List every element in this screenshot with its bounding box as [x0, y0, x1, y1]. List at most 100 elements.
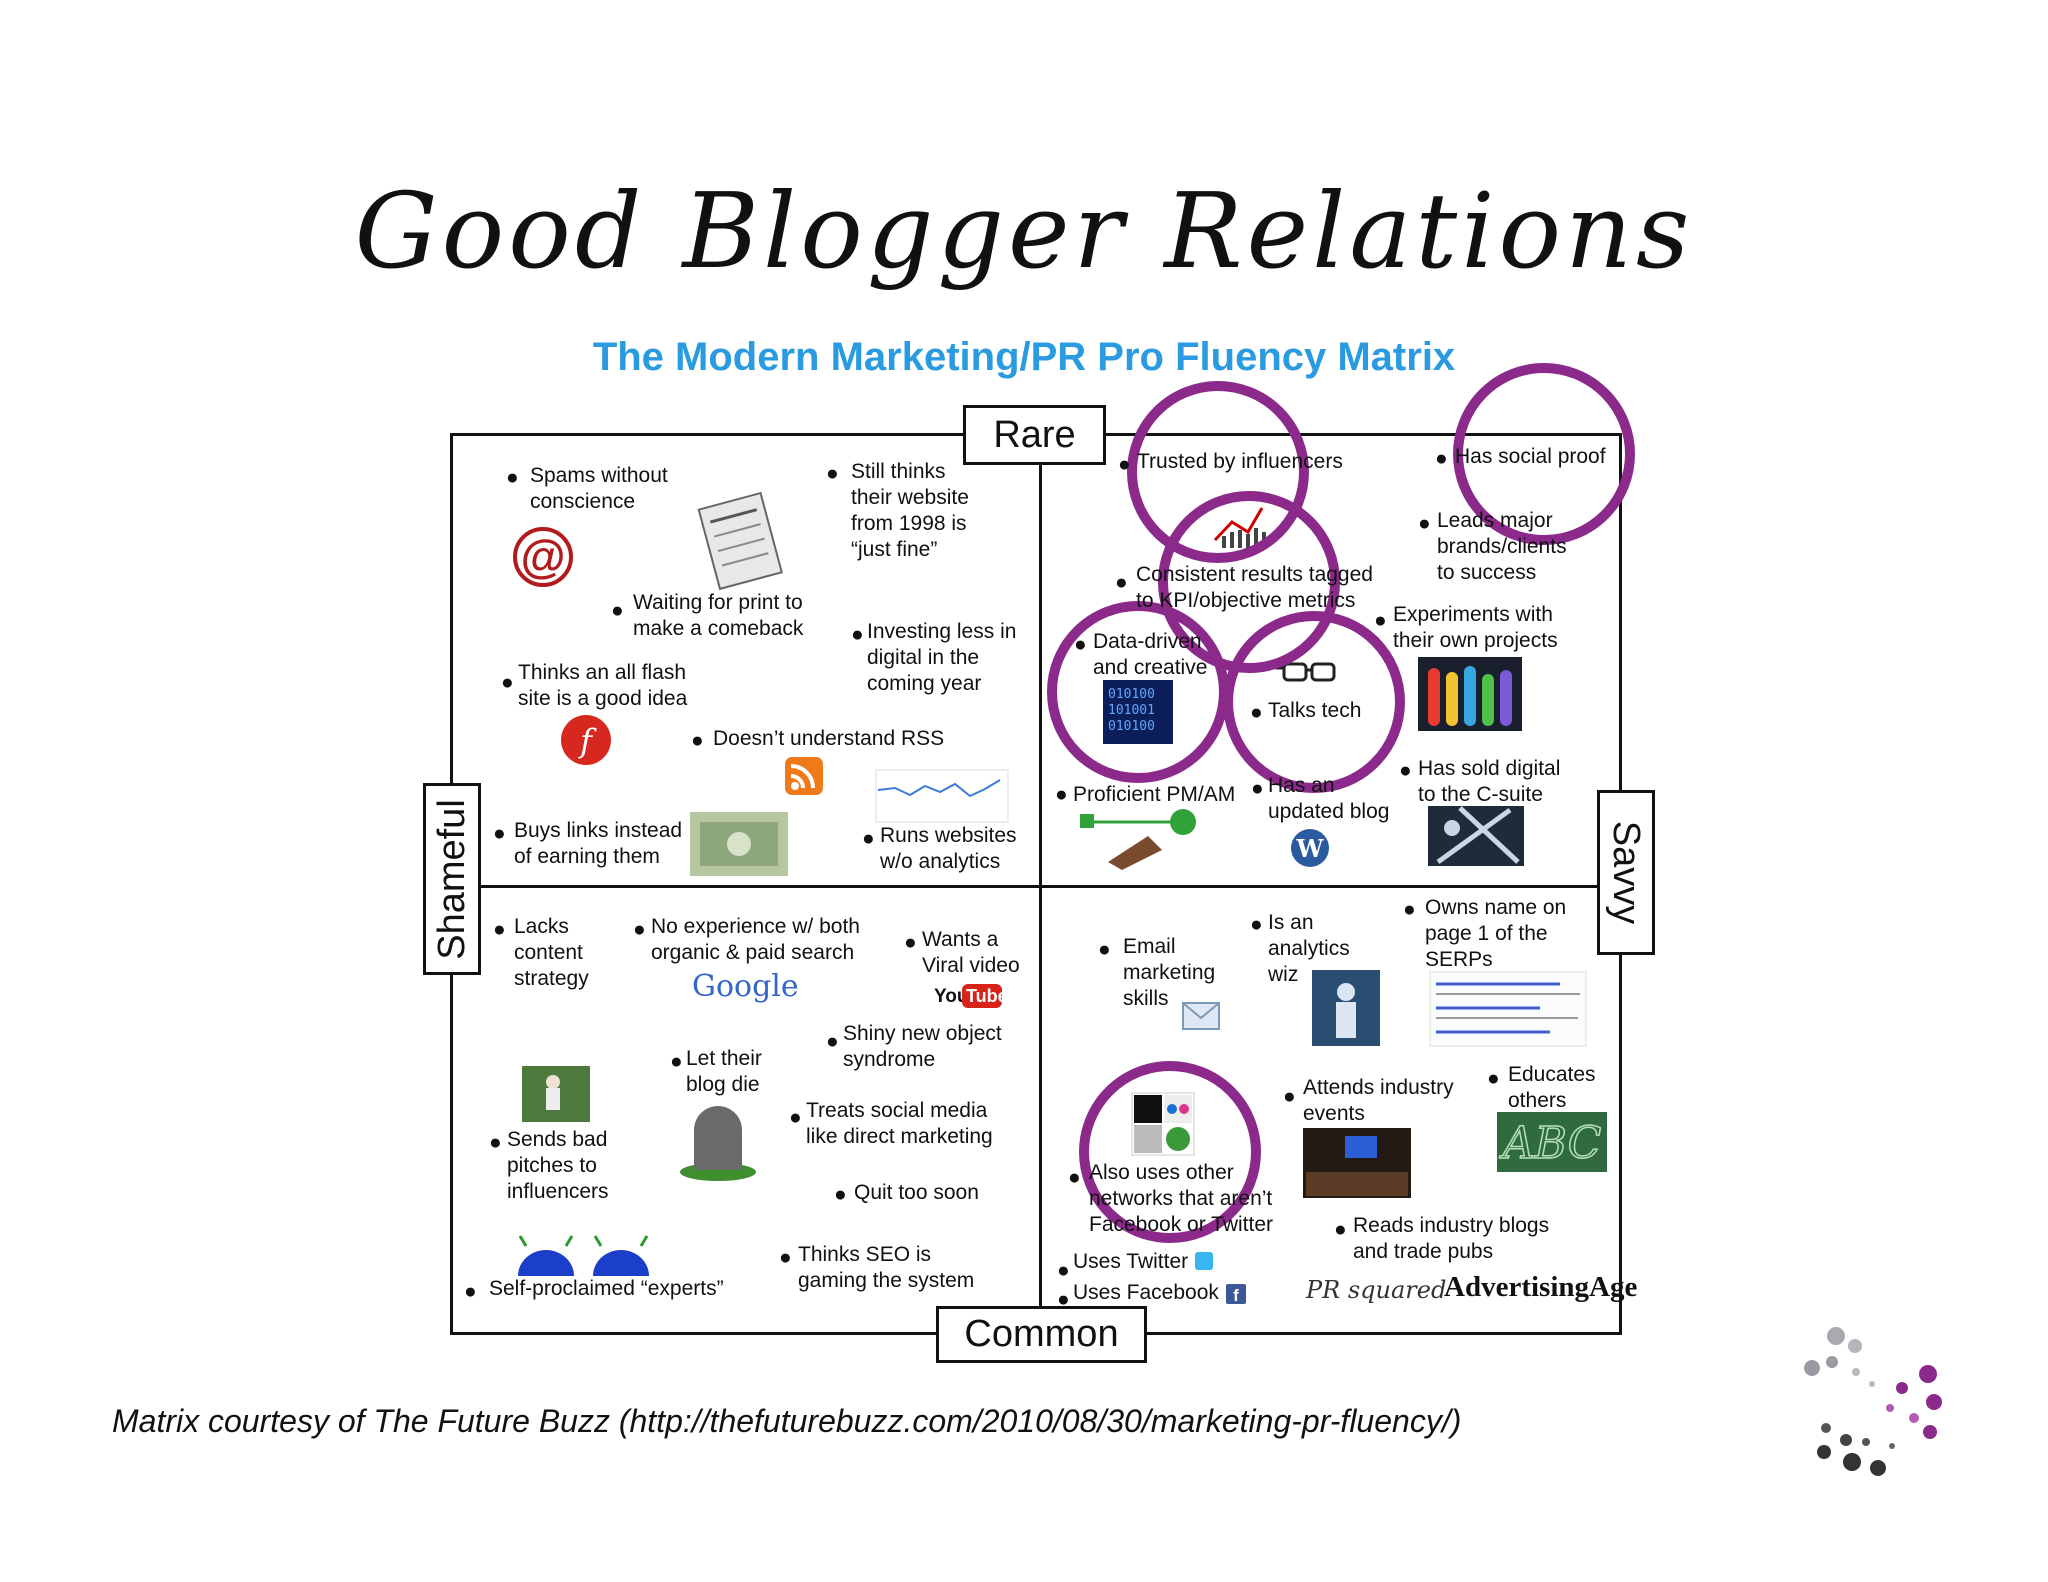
item-seo-gaming: Thinks SEO is gaming the system — [798, 1243, 975, 1292]
bullet-point: ● — [1057, 1288, 1070, 1311]
bullet-point: ● — [493, 918, 506, 941]
item-other-networks: Also uses other networks that aren’t Fac… — [1089, 1161, 1274, 1236]
youtube-logo-icon: You Tube — [934, 984, 1008, 1008]
item-email-marketing: Email marketing skills — [1123, 935, 1216, 1010]
svg-text:101001: 101001 — [1108, 703, 1155, 718]
item-rss: Doesn’t understand RSS — [713, 727, 945, 750]
item-no-search-experience: No experience w/ both organic & paid sea… — [651, 915, 860, 964]
analytics-chart-icon — [875, 769, 1009, 823]
serp-screenshot-icon — [1429, 971, 1587, 1047]
item-leads-brands: Leads major brands/clients to success — [1437, 509, 1567, 584]
item-spams: Spams without conscience — [530, 464, 668, 513]
source-footer: Matrix courtesy of The Future Buzz (http… — [112, 1403, 1462, 1439]
dots-logo-icon — [1804, 1327, 1942, 1476]
conference-photo-icon — [1303, 1128, 1411, 1198]
bullet-point: ● — [1487, 1067, 1500, 1090]
bullet-point: ● — [1250, 701, 1263, 724]
project-pin-icon — [1080, 809, 1196, 870]
item-self-proclaimed: Self-proclaimed “experts” — [489, 1277, 724, 1300]
item-educates-others: Educates others — [1508, 1063, 1596, 1112]
bullet-point: ● — [904, 931, 917, 954]
matrix-title: The Modern Marketing/PR Pro Fluency Matr… — [592, 335, 1456, 379]
chalkboard-icon: ABC — [1497, 1112, 1607, 1172]
facebook-icon: f — [1226, 1284, 1246, 1305]
item-bad-pitches: Sends bad pitches to influencers — [507, 1128, 609, 1203]
bullet-point: ● — [1435, 447, 1448, 470]
item-trusted-influencers: Trusted by influencers — [1137, 450, 1343, 473]
highlight-circle-talks-tech — [1223, 611, 1405, 793]
bullet-point: ● — [506, 466, 519, 489]
bullet-point: ● — [1418, 512, 1431, 535]
bullet-point: ● — [1403, 898, 1416, 921]
svg-text:010100: 010100 — [1108, 719, 1155, 734]
svg-text:Tube: Tube — [966, 986, 1008, 1006]
item-data-driven: Data-driven and creative — [1093, 630, 1208, 679]
bullet-point: ● — [1374, 609, 1387, 632]
svg-text:Google: Google — [692, 969, 799, 1004]
svg-text:@: @ — [521, 530, 566, 582]
analytics-man-icon — [1312, 970, 1380, 1046]
bullet-point: ● — [789, 1106, 802, 1129]
item-updated-blog: Has an updated blog — [1268, 774, 1390, 823]
svg-text:AdvertisingAge: AdvertisingAge — [1444, 1271, 1637, 1303]
newspaper-icon — [697, 491, 784, 591]
pr-squared-logo-icon: PR squared — [1305, 1276, 1446, 1304]
bullet-point: ● — [1334, 1218, 1347, 1241]
money-icon — [690, 812, 788, 876]
horizontal-divider — [450, 885, 1622, 888]
vertical-divider — [1039, 433, 1042, 1335]
test-tubes-icon — [1418, 657, 1522, 731]
item-social-direct: Treats social media like direct marketin… — [806, 1099, 993, 1148]
item-buys-links: Buys links instead of earning them — [514, 819, 683, 868]
highlight-circle-social-proof — [1453, 363, 1635, 545]
bullet-point: ● — [1055, 783, 1068, 806]
bullet-point: ● — [1283, 1085, 1296, 1108]
bullet-point: ● — [826, 1030, 839, 1053]
glasses-icon — [1276, 662, 1336, 682]
social-networks-icon — [1131, 1092, 1195, 1156]
tombstone-icon — [680, 1106, 756, 1181]
item-website-1998: Still thinks their website from 1998 is … — [851, 460, 969, 561]
bullet-point: ● — [826, 462, 839, 485]
axis-rare: Rare — [963, 405, 1106, 465]
svg-text:You: You — [934, 986, 968, 1007]
email-icon — [1182, 1002, 1220, 1030]
item-print-comeback: Waiting for print to make a comeback — [633, 591, 804, 640]
advertising-age-logo-icon: AdvertisingAge — [1444, 1271, 1637, 1303]
bullet-point: ● — [1074, 633, 1087, 656]
item-social-proof: Has social proof — [1455, 445, 1606, 468]
axis-shameful: Shameful — [423, 783, 481, 975]
item-serps: Owns name on page 1 of the SERPs — [1425, 896, 1567, 971]
highlight-circles — [1047, 363, 1635, 1243]
bullet-point: ● — [862, 827, 875, 850]
highlight-circle-consistent — [1158, 491, 1340, 673]
bullet-point: ● — [670, 1050, 683, 1073]
people-silhouette-icon — [1428, 806, 1524, 866]
item-talks-tech: Talks tech — [1268, 699, 1362, 722]
item-industry-events: Attends industry events — [1303, 1076, 1454, 1125]
highlight-circle-trusted — [1127, 381, 1309, 563]
bullet-point: ● — [611, 599, 624, 622]
pitcher-photo-icon — [522, 1066, 590, 1122]
bullet-point: ● — [1057, 1259, 1070, 1282]
bullet-point: ● — [834, 1183, 847, 1206]
item-uses-facebook: Uses Facebook — [1073, 1281, 1219, 1304]
bullet-point: ● — [493, 822, 506, 845]
svg-text:010100: 010100 — [1108, 687, 1155, 702]
stock-chart-icon — [1213, 507, 1266, 548]
highlight-circle-other-networks — [1079, 1061, 1261, 1243]
bullet-point: ● — [779, 1246, 792, 1269]
bullet-point: ● — [1115, 571, 1128, 594]
bullet-point: ● — [1098, 938, 1111, 961]
bullet-point: ● — [633, 918, 646, 941]
item-let-blog-die: Let their blog die — [686, 1047, 762, 1096]
bullet-point: ● — [1399, 759, 1412, 782]
blue-creatures-icon — [518, 1235, 649, 1276]
svg-text:f: f — [1233, 1286, 1239, 1305]
binary-data-icon: 010100 101001 010100 — [1103, 680, 1173, 744]
item-quit-too-soon: Quit too soon — [854, 1181, 979, 1204]
item-investing-less: Investing less in digital in the coming … — [867, 620, 1017, 695]
item-consistent-results: Consistent results tagged to KPI/objecti… — [1136, 563, 1373, 612]
item-analytics-wiz: Is an analytics wiz — [1268, 911, 1350, 986]
